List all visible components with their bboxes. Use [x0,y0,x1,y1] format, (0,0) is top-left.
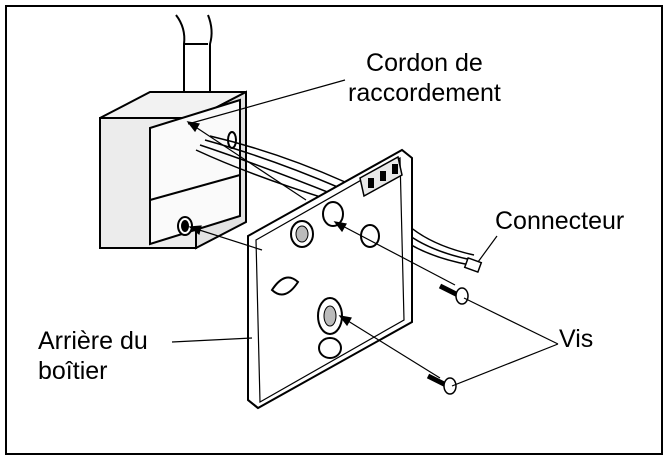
label-arriere-line1: Arrière du [38,327,148,355]
label-cordon-de-raccordement: Cordon de raccordement [348,48,501,108]
assembly-arrows [186,121,456,379]
connector-plug [463,256,483,274]
label-connecteur: Connecteur [495,207,625,235]
label-arriere-du-boitier: Arrière du boîtier [38,326,148,386]
label-cordon-line1: Cordon de [366,49,483,77]
screw-top [438,283,469,305]
label-arriere-line2: boîtier [38,357,108,385]
wall-box [99,90,247,250]
supply-cable [175,14,213,104]
label-vis: Vis [559,325,594,353]
label-cordon-line2: raccordement [348,79,501,107]
leader-lines [171,79,559,387]
screw-bottom [426,373,457,395]
back-plate [247,148,413,410]
